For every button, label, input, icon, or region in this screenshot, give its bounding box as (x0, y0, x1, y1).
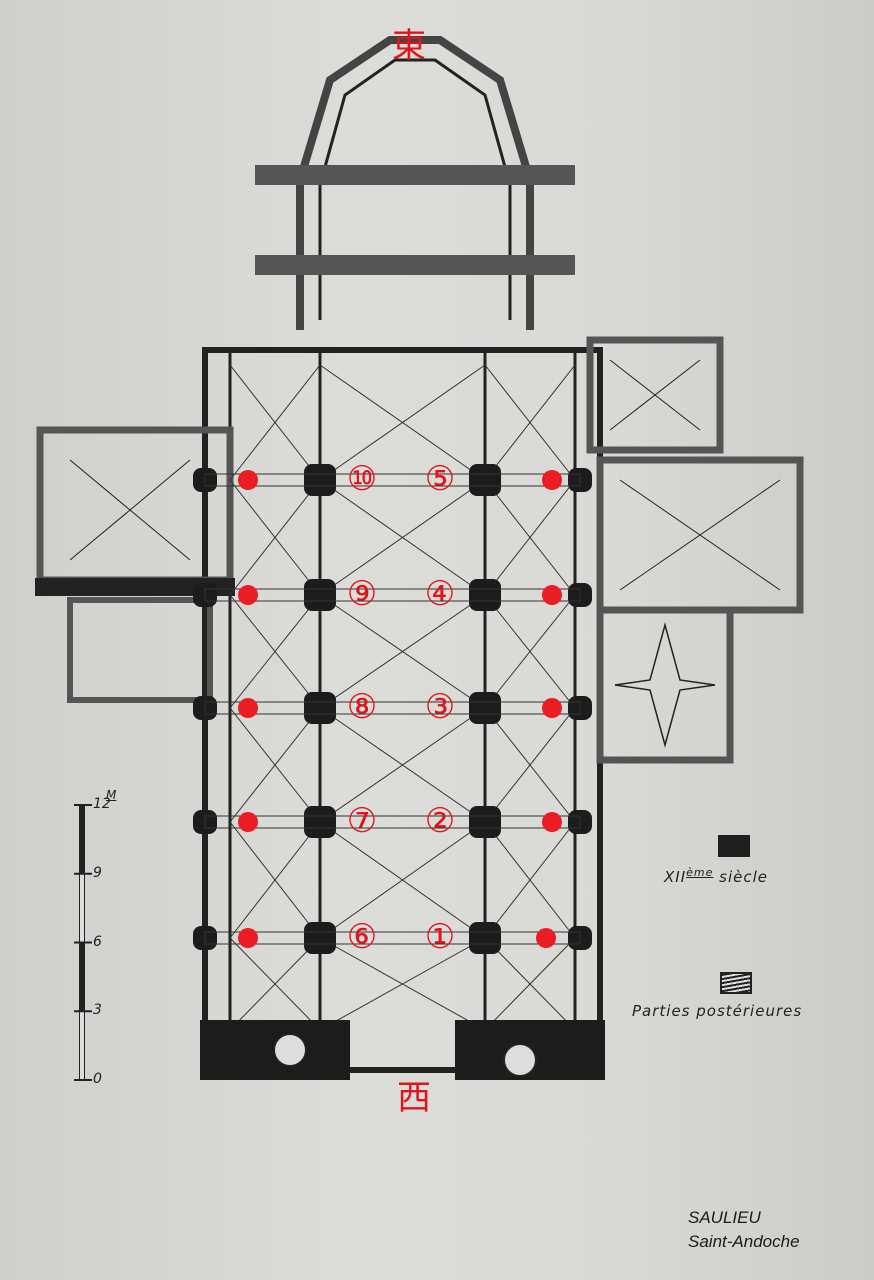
vault-rib (319, 707, 486, 823)
vault-rib (319, 364, 486, 481)
pier (304, 464, 336, 496)
vault-rib (484, 937, 576, 1031)
scale-tick-label: 3 (93, 1002, 102, 1019)
vault-rib (229, 937, 321, 1031)
transverse-arch (204, 588, 581, 602)
pier (469, 922, 501, 954)
transverse-arch (204, 815, 581, 829)
marker-number: ⑩ (346, 459, 378, 499)
red-marker-dot (536, 928, 556, 948)
pier (469, 806, 501, 838)
pier (304, 692, 336, 724)
caption-place: SAULIEU (688, 1208, 761, 1227)
pier (469, 579, 501, 611)
nave-outline (202, 347, 603, 1073)
vault-rib (319, 594, 486, 709)
scale-tick-label: 6 (93, 933, 102, 950)
east-label: 東 (392, 26, 426, 66)
red-marker-dot (542, 585, 562, 605)
scale-tick-label: 0 (93, 1071, 102, 1087)
vault-rib (484, 821, 576, 939)
right-chapel-lower (596, 606, 734, 764)
caption-church: Saint-Andoche (688, 1232, 800, 1251)
transverse-arch (204, 701, 581, 715)
pier (469, 464, 501, 496)
marker-number: ① (424, 917, 456, 957)
vault-rib (484, 707, 576, 823)
red-marker-dot (238, 585, 258, 605)
pier (304, 579, 336, 611)
pier (469, 692, 501, 724)
scale-bar (74, 804, 92, 1081)
legend-swatch-12th-century (718, 835, 750, 857)
red-marker-dot (542, 470, 562, 490)
stair-turret-left (273, 1033, 307, 1067)
scale-tick-label: 9 (93, 864, 102, 881)
right-chapel-upper (586, 336, 724, 454)
marker-number: ② (424, 801, 456, 841)
vault-rib (229, 594, 321, 709)
vault-rib (484, 594, 576, 709)
west-label: 西 (397, 1078, 431, 1118)
pier (304, 922, 336, 954)
vault-rib (229, 364, 321, 481)
legend-swatch-later-parts (720, 972, 752, 994)
legend-12th-century: XIIème siècle (664, 866, 769, 886)
transverse-arch (204, 931, 581, 945)
marker-number: ⑤ (424, 459, 456, 499)
vault-rib (319, 937, 486, 1031)
marker-number: ④ (424, 574, 456, 614)
marker-number: ⑥ (346, 917, 378, 957)
vault-rib (319, 479, 486, 596)
left-transept (36, 426, 234, 584)
vault-rib (319, 821, 486, 939)
vault-rib (229, 707, 321, 823)
marker-number: ⑨ (346, 574, 378, 614)
scale-unit: M (106, 788, 117, 802)
scale-tick-label: 12 (93, 796, 111, 812)
vault-rib (229, 479, 321, 596)
red-marker-dot (238, 812, 258, 832)
vault-rib (229, 821, 321, 939)
vault-rib (484, 364, 576, 481)
red-marker-dot (238, 698, 258, 718)
marker-number: ⑦ (346, 801, 378, 841)
marker-number: ③ (424, 687, 456, 727)
marker-number: ⑧ (346, 687, 378, 727)
chancel-outline (296, 36, 534, 330)
legend-later-parts: Parties postérieures (632, 1002, 803, 1020)
red-marker-dot (238, 470, 258, 490)
transverse-arch (204, 473, 581, 487)
vault-rib (484, 479, 576, 596)
red-marker-dot (542, 812, 562, 832)
stair-turret-right (503, 1043, 537, 1077)
red-marker-dot (542, 698, 562, 718)
pier (304, 806, 336, 838)
red-marker-dot (238, 928, 258, 948)
